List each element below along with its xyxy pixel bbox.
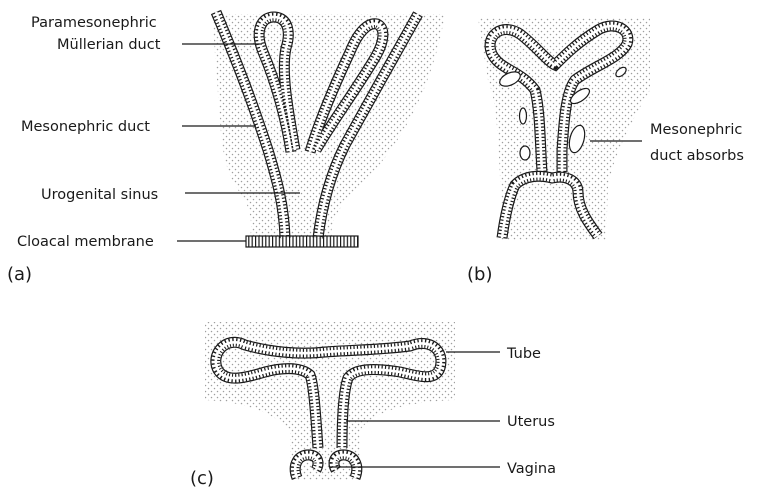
label-cloacal-membrane: Cloacal membrane — [17, 234, 154, 250]
label-urogenital-sinus: Urogenital sinus — [41, 187, 158, 203]
label-mesonephric-absorbs-line2: duct absorbs — [650, 148, 744, 164]
label-tube: Tube — [506, 346, 541, 362]
panel-tag-c: (c) — [190, 468, 214, 489]
label-vagina: Vagina — [507, 461, 556, 477]
label-paramesonephric-line2: Müllerian duct — [57, 37, 161, 53]
remnant-4 — [520, 108, 527, 124]
remnant-6 — [520, 146, 530, 160]
label-mesonephric-duct: Mesonephric duct — [21, 119, 150, 135]
panel-tag-a: (a) — [7, 264, 32, 285]
panel-b: Mesonephric duct absorbs (b) — [467, 18, 744, 285]
label-mesonephric-absorbs-line1: Mesonephric — [650, 122, 742, 138]
panel-c: Tube Uterus Vagina (c) — [190, 322, 556, 489]
label-paramesonephric-line1: Paramesonephric — [31, 15, 157, 31]
cloacal-membrane — [246, 236, 358, 247]
panel-a: Paramesonephric Müllerian duct Mesonephr… — [7, 12, 445, 285]
panel-tag-b: (b) — [467, 264, 492, 285]
label-uterus: Uterus — [507, 414, 555, 430]
